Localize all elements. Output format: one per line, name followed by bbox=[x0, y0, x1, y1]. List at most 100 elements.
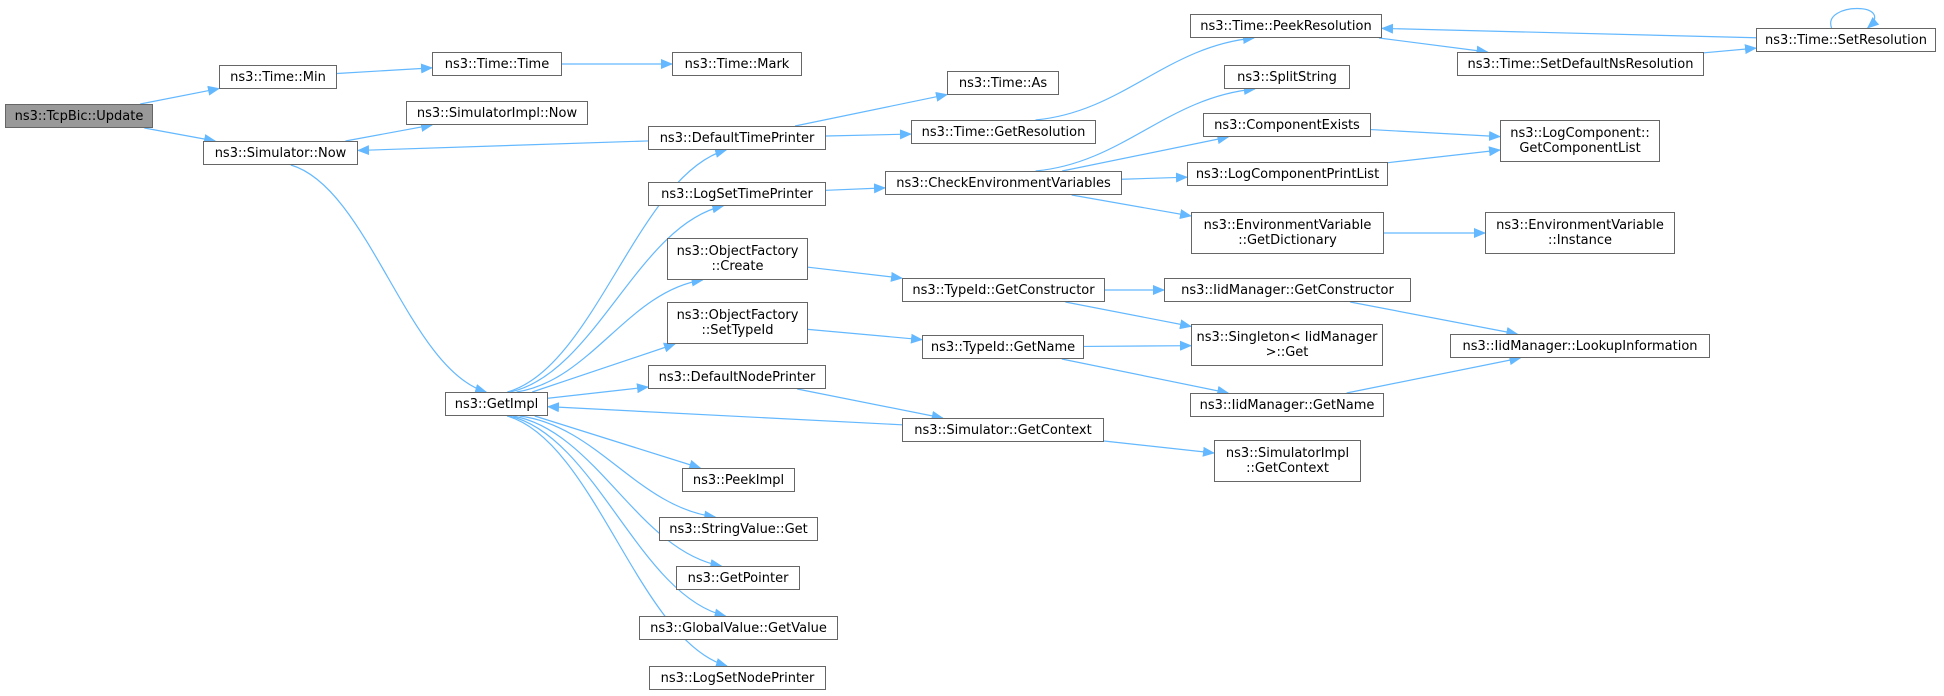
node-label: ::Create bbox=[711, 259, 764, 274]
node-get-impl[interactable]: ns3::GetImpl bbox=[445, 392, 548, 416]
node-peek-impl[interactable]: ns3::PeekImpl bbox=[682, 468, 795, 492]
node-simulator-get-context[interactable]: ns3::Simulator::GetContext bbox=[902, 418, 1104, 442]
node-label: ns3::IidManager::GetName bbox=[1199, 397, 1375, 413]
node-time-time[interactable]: ns3::Time::Time bbox=[432, 52, 562, 76]
node-log-set-node-printer[interactable]: ns3::LogSetNodePrinter bbox=[649, 666, 826, 690]
node-simulatorimpl-now[interactable]: ns3::SimulatorImpl::Now bbox=[406, 101, 588, 125]
node-time-peek-resolution[interactable]: ns3::Time::PeekResolution bbox=[1190, 14, 1382, 38]
edge-get-impl-to-object-factory-set-type-id bbox=[532, 342, 676, 393]
node-log-set-time-printer[interactable]: ns3::LogSetTimePrinter bbox=[648, 182, 826, 206]
edge-iidmanager-get-constructor-to-iidmanager-lookup-information bbox=[1350, 301, 1519, 337]
edge-default-node-printer-to-simulator-get-context bbox=[797, 388, 944, 421]
edge-get-impl-to-object-factory-create bbox=[516, 276, 704, 393]
edge-time-peek-resolution-to-time-set-default-ns-resolution bbox=[1378, 37, 1489, 56]
node-label: ns3::LogSetTimePrinter bbox=[661, 186, 813, 202]
node-label: ns3::LogComponent:: bbox=[1510, 126, 1650, 141]
edge-iidmanager-get-name-to-iidmanager-lookup-information bbox=[1346, 355, 1522, 394]
node-label: ns3::Time::Mark bbox=[684, 56, 790, 72]
edge-get-impl-to-default-node-printer bbox=[547, 383, 649, 399]
node-label: ::SetTypeId bbox=[701, 323, 774, 338]
edge-object-factory-set-type-id-to-typeid-get-name bbox=[807, 328, 923, 344]
node-label: ns3::ComponentExists bbox=[1214, 117, 1360, 133]
edge-simulator-now-to-get-impl bbox=[290, 164, 488, 394]
node-default-node-printer[interactable]: ns3::DefaultNodePrinter bbox=[648, 365, 826, 389]
node-time-min[interactable]: ns3::Time::Min bbox=[219, 65, 337, 89]
node-env-var-instance[interactable]: ns3::EnvironmentVariable::Instance bbox=[1485, 212, 1675, 254]
node-label: ns3::Simulator::GetContext bbox=[914, 422, 1092, 438]
node-label: ns3::IidManager::LookupInformation bbox=[1462, 338, 1698, 354]
edge-get-impl-to-peek-impl bbox=[534, 415, 702, 470]
edge-time-min-to-time-time bbox=[336, 63, 433, 75]
edge-get-impl-to-global-value-get-value bbox=[509, 415, 727, 619]
node-component-exists[interactable]: ns3::ComponentExists bbox=[1203, 113, 1371, 137]
edge-get-impl-to-default-time-printer bbox=[507, 148, 728, 393]
edge-get-impl-to-log-set-time-printer bbox=[510, 203, 725, 393]
node-time-get-resolution[interactable]: ns3::Time::GetResolution bbox=[911, 120, 1096, 144]
edge-check-environment-variables-to-component-exists bbox=[1062, 134, 1230, 172]
node-log-component-print-list[interactable]: ns3::LogComponentPrintList bbox=[1187, 162, 1388, 186]
node-iidmanager-get-constructor[interactable]: ns3::IidManager::GetConstructor bbox=[1164, 278, 1411, 302]
edge-time-get-resolution-to-time-peek-resolution bbox=[1035, 34, 1256, 121]
edge-time-set-resolution-to-time-peek-resolution bbox=[1381, 23, 1757, 39]
node-label: ns3::Time::As bbox=[958, 75, 1048, 91]
node-label: ns3::Time::Time bbox=[444, 56, 550, 72]
edge-simulator-now-to-simulatorimpl-now bbox=[345, 122, 434, 142]
node-global-value-get-value[interactable]: ns3::GlobalValue::GetValue bbox=[639, 616, 838, 640]
edge-log-component-print-list-to-log-component-get-component-list bbox=[1387, 146, 1501, 164]
node-check-environment-variables[interactable]: ns3::CheckEnvironmentVariables bbox=[885, 171, 1122, 195]
node-label: ns3::DefaultNodePrinter bbox=[658, 369, 816, 385]
node-log-component-get-component-list[interactable]: ns3::LogComponent::GetComponentList bbox=[1500, 120, 1660, 162]
node-label: ns3::EnvironmentVariable bbox=[1496, 218, 1664, 233]
node-tcpbic-update[interactable]: ns3::TcpBic::Update bbox=[5, 104, 153, 128]
node-label: ns3::Singleton< IidManager bbox=[1196, 330, 1378, 345]
node-label: ns3::Time::PeekResolution bbox=[1200, 18, 1372, 34]
node-simulatorimpl-get-context[interactable]: ns3::SimulatorImpl::GetContext bbox=[1214, 440, 1361, 482]
node-label: ns3::StringValue::Get bbox=[669, 521, 808, 537]
edge-typeid-get-name-to-singleton-iidmanager-get bbox=[1083, 340, 1192, 351]
node-singleton-iidmanager-get[interactable]: ns3::Singleton< IidManager >::Get bbox=[1191, 324, 1383, 366]
node-time-as[interactable]: ns3::Time::As bbox=[947, 71, 1059, 95]
node-label: ns3::Time::GetResolution bbox=[921, 124, 1086, 140]
node-label: ns3::TypeId::GetName bbox=[930, 339, 1076, 355]
node-string-value-get[interactable]: ns3::StringValue::Get bbox=[659, 517, 818, 541]
edge-object-factory-create-to-typeid-get-constructor bbox=[807, 266, 903, 282]
node-label: ns3::GlobalValue::GetValue bbox=[650, 620, 827, 636]
node-label: ns3::DefaultTimePrinter bbox=[659, 130, 815, 146]
edge-typeid-get-name-to-iidmanager-get-name bbox=[1061, 358, 1230, 396]
edge-default-time-printer-to-time-get-resolution bbox=[825, 129, 912, 140]
node-label: ns3::ObjectFactory bbox=[676, 308, 799, 323]
edge-check-environment-variables-to-split-string bbox=[1035, 85, 1256, 172]
node-label: ns3::IidManager::GetConstructor bbox=[1181, 282, 1394, 298]
node-object-factory-set-type-id[interactable]: ns3::ObjectFactory::SetTypeId bbox=[667, 302, 808, 344]
node-simulator-now[interactable]: ns3::Simulator::Now bbox=[203, 141, 358, 165]
node-time-mark[interactable]: ns3::Time::Mark bbox=[672, 52, 802, 76]
node-iidmanager-lookup-information[interactable]: ns3::IidManager::LookupInformation bbox=[1450, 334, 1710, 358]
node-get-pointer[interactable]: ns3::GetPointer bbox=[676, 566, 800, 590]
node-label: ns3::LogSetNodePrinter bbox=[660, 670, 815, 686]
edge-get-impl-to-get-pointer bbox=[513, 415, 723, 569]
node-label: ns3::TcpBic::Update bbox=[14, 108, 144, 124]
node-label: ns3::Time::SetDefaultNsResolution bbox=[1467, 56, 1694, 72]
edge-check-environment-variables-to-env-var-get-dictionary bbox=[1071, 194, 1192, 220]
node-split-string[interactable]: ns3::SplitString bbox=[1224, 65, 1350, 89]
node-iidmanager-get-name[interactable]: ns3::IidManager::GetName bbox=[1190, 393, 1384, 417]
edge-get-impl-to-string-value-get bbox=[519, 415, 717, 521]
node-object-factory-create[interactable]: ns3::ObjectFactory::Create bbox=[667, 238, 808, 280]
node-label: ns3::Time::SetResolution bbox=[1765, 32, 1927, 48]
node-typeid-get-constructor[interactable]: ns3::TypeId::GetConstructor bbox=[902, 278, 1105, 302]
node-time-set-resolution[interactable]: ns3::Time::SetResolution bbox=[1756, 28, 1936, 52]
edge-tcpbic-update-to-simulator-now bbox=[144, 127, 217, 144]
edge-simulator-get-context-to-get-impl bbox=[547, 402, 903, 426]
node-label: ns3::GetPointer bbox=[687, 570, 789, 586]
node-default-time-printer[interactable]: ns3::DefaultTimePrinter bbox=[648, 126, 826, 150]
node-time-set-default-ns-resolution[interactable]: ns3::Time::SetDefaultNsResolution bbox=[1457, 52, 1704, 76]
edge-log-set-time-printer-to-check-environment-variables bbox=[825, 183, 886, 194]
node-label: ns3::GetImpl bbox=[454, 396, 539, 412]
node-label: ns3::SimulatorImpl bbox=[1225, 446, 1350, 461]
node-label: ns3::SimulatorImpl::Now bbox=[416, 105, 578, 121]
node-env-var-get-dictionary[interactable]: ns3::EnvironmentVariable::GetDictionary bbox=[1191, 212, 1384, 254]
edge-tcpbic-update-to-time-min bbox=[140, 85, 220, 105]
node-typeid-get-name[interactable]: ns3::TypeId::GetName bbox=[922, 335, 1084, 359]
